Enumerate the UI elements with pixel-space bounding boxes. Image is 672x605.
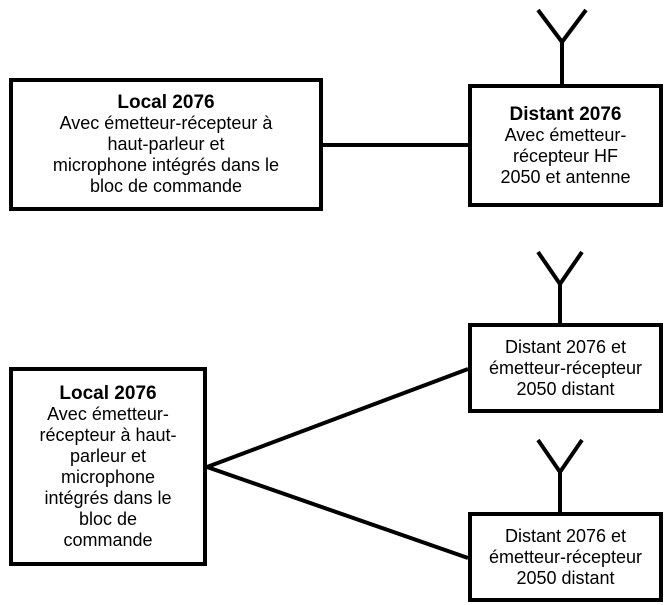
box-line: commande bbox=[63, 529, 153, 550]
box-line: récepteur HF bbox=[512, 145, 619, 166]
box-line: Distant 2076 et bbox=[504, 336, 627, 357]
distant-2076-transceiver-box: Distant 2076 et émetteur-récepteur 2050 … bbox=[468, 323, 663, 413]
box-line: 2050 distant bbox=[516, 378, 615, 399]
connector-line-bottom-lower bbox=[206, 465, 469, 560]
box-line: parleur et bbox=[69, 445, 147, 466]
box-line: émetteur-récepteur bbox=[488, 546, 643, 567]
box-line: 2050 distant bbox=[516, 567, 615, 588]
box-line: Distant 2076 et bbox=[504, 525, 627, 546]
box-line: Avec émetteur- bbox=[47, 403, 169, 424]
box-line: microphone bbox=[60, 466, 156, 487]
antenna-icon bbox=[536, 250, 584, 323]
local-2076-box: Local 2076 Avec émetteur- récepteur à ha… bbox=[9, 367, 207, 566]
box-line: Avec émetteur-récepteur à bbox=[59, 113, 273, 133]
distant-2076-box: Distant 2076 Avec émetteur- récepteur HF… bbox=[468, 84, 663, 207]
antenna-icon bbox=[536, 8, 588, 84]
box-title: Local 2076 bbox=[117, 92, 215, 113]
connector-line-bottom-upper bbox=[206, 367, 469, 469]
local-2076-box: Local 2076 Avec émetteur-récepteur à hau… bbox=[9, 78, 323, 211]
box-line: émetteur-récepteur bbox=[488, 357, 643, 378]
box-line: haut-parleur et bbox=[107, 134, 225, 154]
box-line: bloc de bbox=[78, 508, 138, 529]
box-title: Distant 2076 bbox=[509, 103, 622, 125]
box-title: Local 2076 bbox=[59, 382, 157, 404]
antenna-icon bbox=[536, 438, 584, 512]
box-line: 2050 et antenne bbox=[500, 166, 631, 187]
box-line: récepteur à haut- bbox=[39, 424, 177, 445]
box-line: intégrés dans le bbox=[44, 487, 172, 508]
box-line: bloc de commande bbox=[89, 176, 243, 196]
distant-2076-transceiver-box: Distant 2076 et émetteur-récepteur 2050 … bbox=[468, 512, 663, 602]
box-line: microphone intégrés dans le bbox=[52, 155, 280, 175]
box-line: Avec émetteur- bbox=[504, 124, 627, 145]
